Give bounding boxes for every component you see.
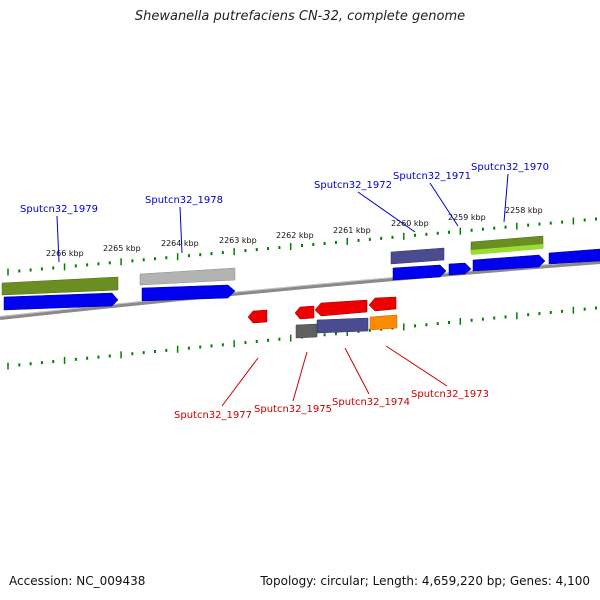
cds-forward-1979[interactable] xyxy=(3,292,119,311)
callout-line-1978 xyxy=(179,206,183,254)
scale-label: 2262 kbp xyxy=(276,231,314,240)
scale-label: 2266 kbp xyxy=(46,249,84,258)
cds-reverse-1975[interactable] xyxy=(294,305,315,320)
gene-label-1978[interactable]: Sputcn32_1978 xyxy=(145,195,223,206)
cds-reverse-1977[interactable] xyxy=(247,309,268,324)
scale-label: 2265 kbp xyxy=(103,244,141,253)
cds-reverse-1973[interactable] xyxy=(368,296,397,312)
gene-label-1979[interactable]: Sputcn32_1979 xyxy=(20,204,98,215)
feature-lime-1970[interactable] xyxy=(471,244,543,255)
gene-label-1975[interactable]: Sputcn32_1975 xyxy=(254,404,332,415)
scale-label: 2264 kbp xyxy=(161,239,199,248)
scale-label: 2263 kbp xyxy=(219,236,257,245)
callout-line-1970 xyxy=(503,173,509,223)
feature-slate-1972[interactable] xyxy=(390,247,445,265)
feature-gray-1978[interactable] xyxy=(139,267,236,286)
cds-forward-1972[interactable] xyxy=(392,264,447,281)
cds-forward-1970[interactable] xyxy=(472,254,546,272)
scale-label: 2259 kbp xyxy=(448,213,486,222)
accession-label: Accession: NC_009438 xyxy=(9,574,146,588)
callout-line-1974 xyxy=(344,347,370,395)
callout-line-1971 xyxy=(429,182,459,227)
cds-forward-right[interactable] xyxy=(548,248,600,265)
callout-line-1972 xyxy=(357,191,416,233)
feature-orange-1973[interactable] xyxy=(369,314,398,331)
gene-label-1971[interactable]: Sputcn32_1971 xyxy=(393,171,471,182)
callout-line-1977 xyxy=(221,357,259,407)
gene-label-1977[interactable]: Sputcn32_1977 xyxy=(174,410,252,421)
callout-line-1979 xyxy=(56,215,60,263)
outer-scale-ticks xyxy=(7,217,597,276)
map-title: Shewanella putrefaciens CN-32, complete … xyxy=(134,9,466,24)
feature-olive-1979[interactable] xyxy=(1,276,119,296)
gene-label-1972[interactable]: Sputcn32_1972 xyxy=(314,180,392,191)
callout-line-1975 xyxy=(292,351,308,402)
feature-darkgray-1975[interactable] xyxy=(295,323,318,339)
callout-line-1973 xyxy=(385,345,448,387)
gene-label-1974[interactable]: Sputcn32_1974 xyxy=(332,397,410,408)
scale-label: 2258 kbp xyxy=(505,206,543,215)
cds-forward-1971[interactable] xyxy=(448,262,472,276)
feature-slate-1974[interactable] xyxy=(316,317,369,334)
gene-label-1970[interactable]: Sputcn32_1970 xyxy=(471,162,549,173)
scale-label: 2261 kbp xyxy=(333,226,371,235)
cds-forward-1978[interactable] xyxy=(141,284,236,302)
cds-reverse-1974[interactable] xyxy=(314,299,368,317)
topology-summary: Topology: circular; Length: 4,659,220 bp… xyxy=(260,574,590,588)
scale-label: 2260 kbp xyxy=(391,219,429,228)
gene-label-1973[interactable]: Sputcn32_1973 xyxy=(411,389,489,400)
